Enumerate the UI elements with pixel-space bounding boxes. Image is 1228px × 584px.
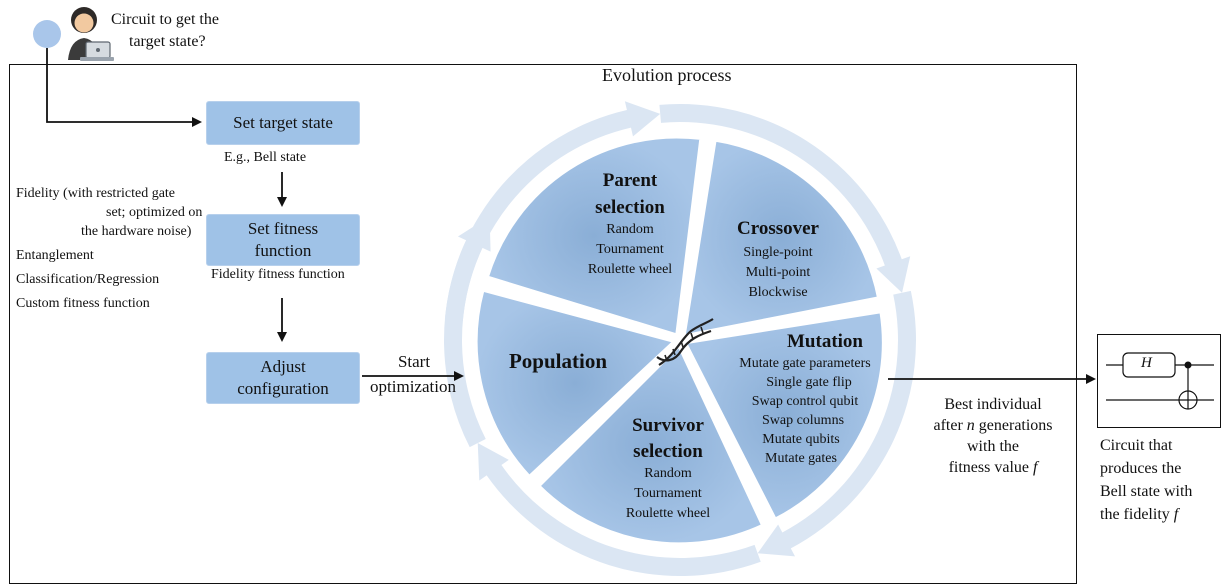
mutation-option-3: Swap control qubit [751,394,859,409]
population-title: Population [508,349,608,373]
cycle-arrow-3 [757,290,916,557]
survivor-option-1: Random [644,466,692,481]
hadamard-gate-label: H [1141,355,1152,371]
parent-selection-title-line2: selection [595,197,665,218]
result-line3: with the [967,438,1019,455]
set-target-state-label: Set target state [233,113,333,132]
set-fitness-line1: Set fitness [247,219,319,238]
user-laptop-icon [68,7,114,61]
parent-option-2: Tournament [596,242,664,257]
fitness-option-fidelity-line3: the hardware noise) [81,224,192,239]
circuit-caption-line2: produces the [1100,460,1182,477]
set-target-state-box[interactable]: Set target state [206,101,360,145]
user-to-target-arrow [46,48,202,127]
survivor-selection-segment[interactable] [536,343,765,546]
dna-icon [656,318,714,366]
fitness-option-custom: Custom fitness function [16,296,150,311]
user-question-line2: target state? [129,33,206,50]
result-line2: after n generations [933,417,1053,434]
cycle-arrow-5 [444,216,491,448]
crossover-option-2: Multi-point [745,265,811,280]
mutation-option-1: Mutate gate parameters [739,356,871,371]
parent-selection-title-line1: Parent [602,170,658,191]
user-question-line1: Circuit to get the [111,11,219,28]
fitness-option-entanglement: Entanglement [16,248,94,263]
mutation-option-5: Mutate qubits [762,432,840,447]
user-dot [33,20,61,48]
circuit-caption-line1: Circuit that [1100,437,1173,454]
set-fitness-line2: function [254,241,312,260]
mutation-option-4: Swap columns [761,413,845,428]
result-line1: Best individual [944,396,1042,413]
fitness-example: Fidelity fitness function [211,267,345,282]
evolution-pie [474,135,885,546]
cycle-arrow-4 [477,443,761,576]
cycle-arrow-2 [659,104,911,293]
survivor-selection-title-line2: selection [633,441,703,462]
parent-option-1: Random [606,222,654,237]
cycle-arrow-1 [444,101,661,322]
mutation-option-6: Mutate gates [765,451,837,466]
survivor-option-2: Tournament [634,486,702,501]
circuit-caption-line3: Bell state with [1100,483,1193,500]
start-label-line1: Start [397,352,431,371]
evolution-cycle-arrows [444,101,916,576]
crossover-segment[interactable] [682,138,881,338]
start-label-line2: optimization [370,377,456,396]
circuit-caption-line4: the fidelity f [1100,506,1179,523]
target-example: E.g., Bell state [224,150,307,165]
mutation-segment[interactable] [683,310,885,522]
survivor-option-3: Roulette wheel [625,506,711,521]
crossover-option-3: Blockwise [748,285,808,300]
mutation-title: Mutation [787,331,863,352]
evolution-title: Evolution process [602,65,732,85]
adjust-line1: Adjust [260,357,306,376]
adjust-line2: configuration [237,379,329,398]
bell-state-circuit: H [1097,334,1221,428]
fitness-option-fidelity-line1: Fidelity (with restricted gate [16,186,176,201]
circuit-drawing [1106,352,1214,410]
survivor-selection-title-line1: Survivor [632,415,704,436]
mutation-option-2: Single gate flip [766,375,852,390]
result-line4: fitness value f [948,459,1038,476]
adjust-configuration-box[interactable]: Adjust configuration [206,352,360,404]
fitness-option-fidelity-line2: set; optimized on [106,205,203,220]
set-fitness-function-box[interactable]: Set fitness function [206,214,360,266]
parent-option-3: Roulette wheel [587,262,673,277]
crossover-title: Crossover [737,218,819,239]
parent-selection-segment[interactable] [485,135,703,337]
fitness-option-classification: Classification/Regression [16,272,160,287]
population-segment[interactable] [474,288,678,479]
crossover-option-1: Single-point [743,245,813,260]
